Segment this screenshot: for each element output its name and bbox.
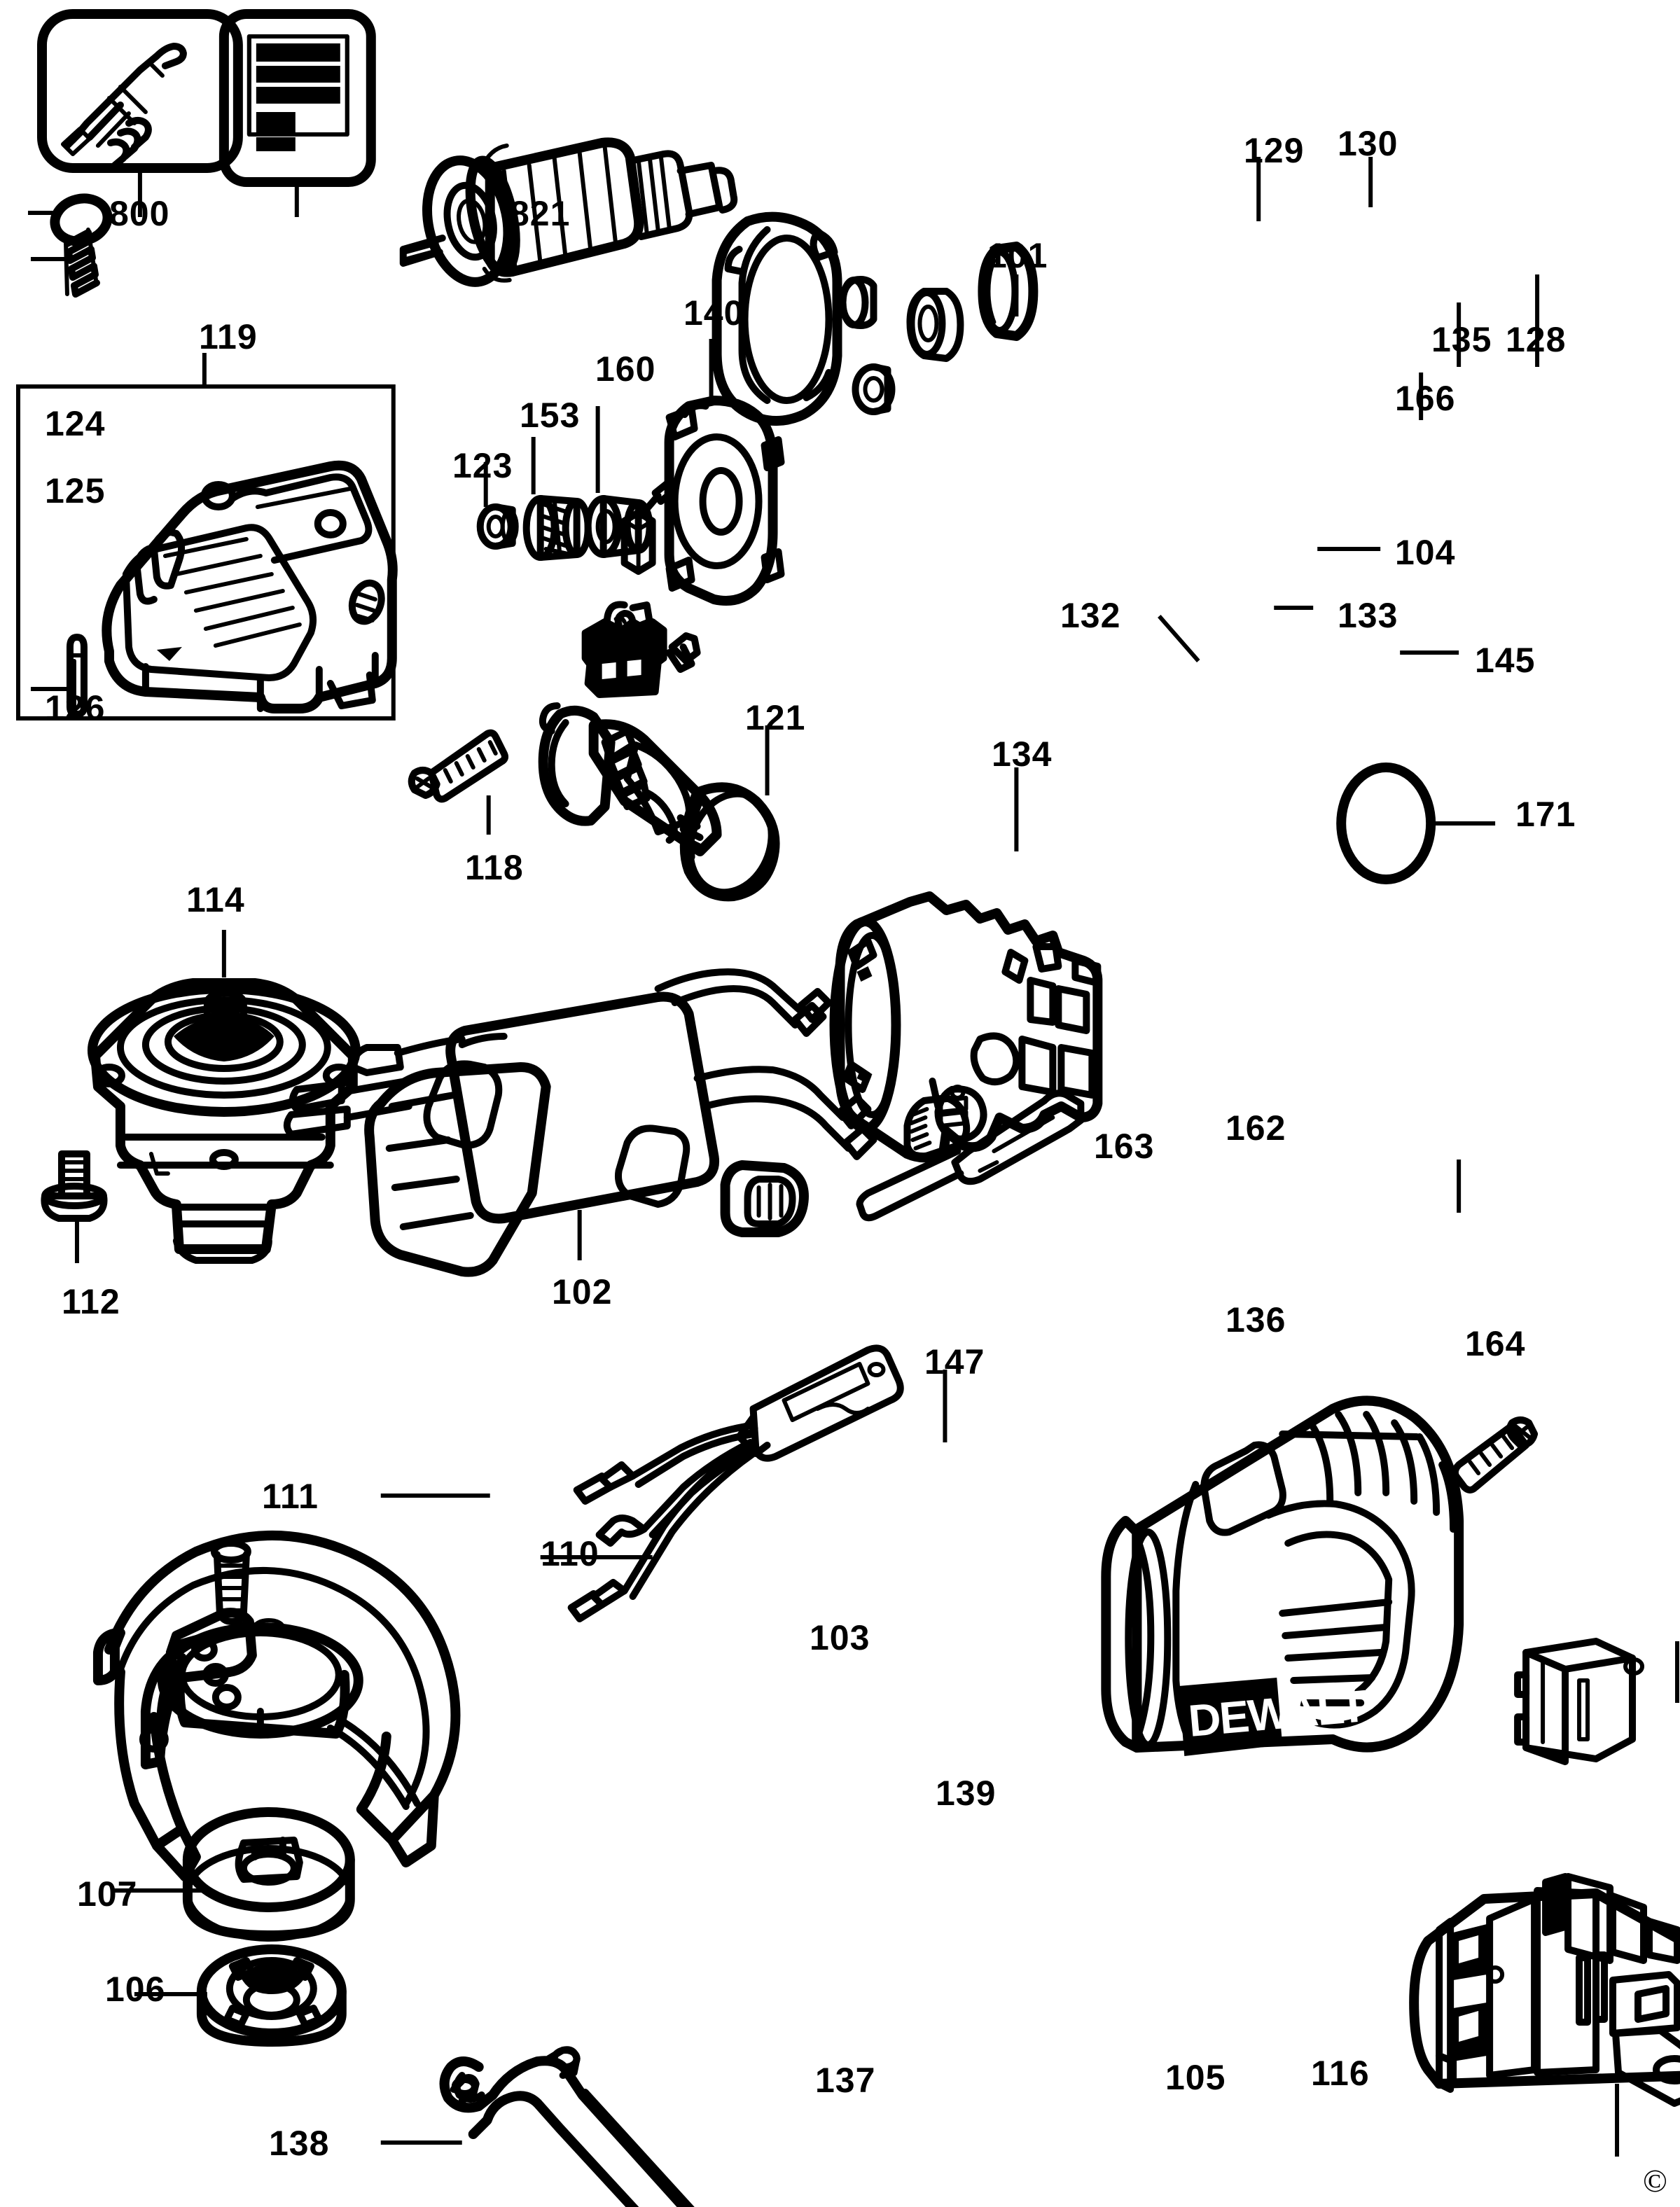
part-128-bearing-ring: [978, 242, 1540, 367]
part-162-slide-bar: [856, 1089, 1085, 1222]
icon-box-821: [218, 9, 376, 217]
icon-box-800: [36, 9, 243, 217]
callout-104-carbon-brush: 104: [1395, 533, 1456, 572]
part-125-spring: [30, 228, 100, 298]
part-138-spanner-wrench: [380, 2046, 695, 2207]
callout-119-gear-case-assembly: 119: [199, 317, 258, 356]
callout-114-spindle-assembly: 114: [186, 880, 245, 919]
callout-112-screw: 112: [62, 1282, 120, 1321]
callout-132-brush-holder: 132: [1060, 596, 1121, 635]
callout-136-rear-housing: 136: [1226, 1300, 1286, 1339]
callout-821-nameplate: 821: [510, 194, 571, 233]
label-plate-icon: [256, 43, 340, 151]
callout-106-clamp-nut: 106: [105, 1970, 166, 2009]
part-114-spindle-assembly: [87, 930, 361, 1264]
callout-103-capacitor: 103: [810, 1618, 870, 1657]
callout-153-pinion: 153: [520, 396, 581, 435]
callout-171-o-ring: 171: [1515, 795, 1576, 834]
callout-147-wire-harness: 147: [924, 1342, 985, 1381]
part-133-spring-clip: [604, 601, 1314, 636]
callout-160-bearing: 160: [595, 349, 656, 389]
callout-145-screw: 145: [1475, 641, 1536, 680]
callout-121-side-handle: 121: [745, 698, 806, 737]
callout-101-armature: 101: [987, 236, 1048, 275]
part-145-screw: [665, 632, 1459, 673]
callout-139-screw: 139: [936, 1774, 997, 1813]
callout-102-field: 102: [552, 1272, 613, 1311]
callout-128-bearing-ring: 128: [1506, 320, 1567, 359]
part-123-bearing: [476, 462, 519, 550]
callout-125-spring: 125: [45, 471, 106, 510]
callout-140-baffle: 140: [683, 293, 744, 333]
callout-118-handle-screw: 118: [465, 848, 524, 887]
part-136-rear-housing: DEWALT: [1101, 1395, 1464, 1756]
part-112-screw: [41, 1150, 108, 1263]
callout-107-backing-flange: 107: [77, 1874, 138, 1914]
callout-133-spring-clip: 133: [1338, 596, 1398, 635]
part-103-capacitor: [1514, 1638, 1680, 1765]
part-171-o-ring: [1336, 763, 1496, 884]
callout-164-screw: 164: [1465, 1324, 1526, 1363]
part-137-switch: [1409, 1873, 1680, 2157]
callout-110-wheel-guard: 110: [541, 1534, 599, 1573]
part-135-bearing: [906, 288, 1462, 367]
part-166-washer: [852, 363, 1424, 420]
part-147-wire-harness: [567, 1344, 947, 1622]
part-119-gear-case: [102, 460, 398, 713]
callout-800-soldering-gun: 800: [109, 194, 170, 233]
part-153-pinion: [522, 437, 592, 561]
part-107-backing-flange: [111, 1807, 355, 1942]
part-102-field: [283, 968, 877, 1277]
callout-126-lock-pin: 126: [45, 688, 106, 727]
part-163-switch-button: [720, 1160, 1462, 1237]
soldering-gun-icon: [60, 43, 187, 169]
callout-134-motor-housing: 134: [992, 734, 1053, 774]
part-134-motor-housing: [829, 767, 1103, 1163]
callout-166-washer: 166: [1395, 379, 1456, 418]
callout-163-switch-button: 163: [1094, 1127, 1155, 1166]
part-101-armature: [399, 137, 1019, 316]
callout-116-cord-protector: 116: [1311, 2054, 1370, 2093]
callout-123-bearing: 123: [452, 446, 513, 485]
callout-162-slide-bar: 162: [1226, 1108, 1286, 1148]
part-118-handle-screw: [408, 729, 509, 835]
callout-135-bearing: 135: [1431, 320, 1492, 359]
callout-130-bushing: 130: [1338, 124, 1398, 163]
callout-129-fan-baffle: 129: [1244, 131, 1305, 170]
part-126-lock-pin: [30, 634, 88, 718]
part-132-brush-holder: [581, 615, 1200, 698]
callout-137-switch: 137: [815, 2061, 876, 2100]
copyright-symbol: ©: [1643, 2163, 1667, 2199]
part-104-carbon-brush: [620, 478, 1381, 575]
part-111-guard-screw: [210, 1494, 490, 1625]
part-106-clamp-nut: [134, 1944, 347, 2047]
part-110-wheel-guard: [92, 1530, 653, 1881]
part-164-screw: [1451, 1416, 1539, 1494]
callout-124-plug-cap: 124: [45, 404, 106, 443]
part-130-bushing: [839, 157, 1373, 329]
callout-105-cord: 105: [1165, 2058, 1226, 2097]
callout-111-guard-screw: 111: [262, 1477, 319, 1516]
part-129-fan-baffle: [711, 157, 1261, 426]
part-140-baffle: [664, 339, 785, 606]
callout-138-spanner-wrench: 138: [269, 2124, 330, 2163]
part-121-side-handle: [538, 702, 780, 902]
